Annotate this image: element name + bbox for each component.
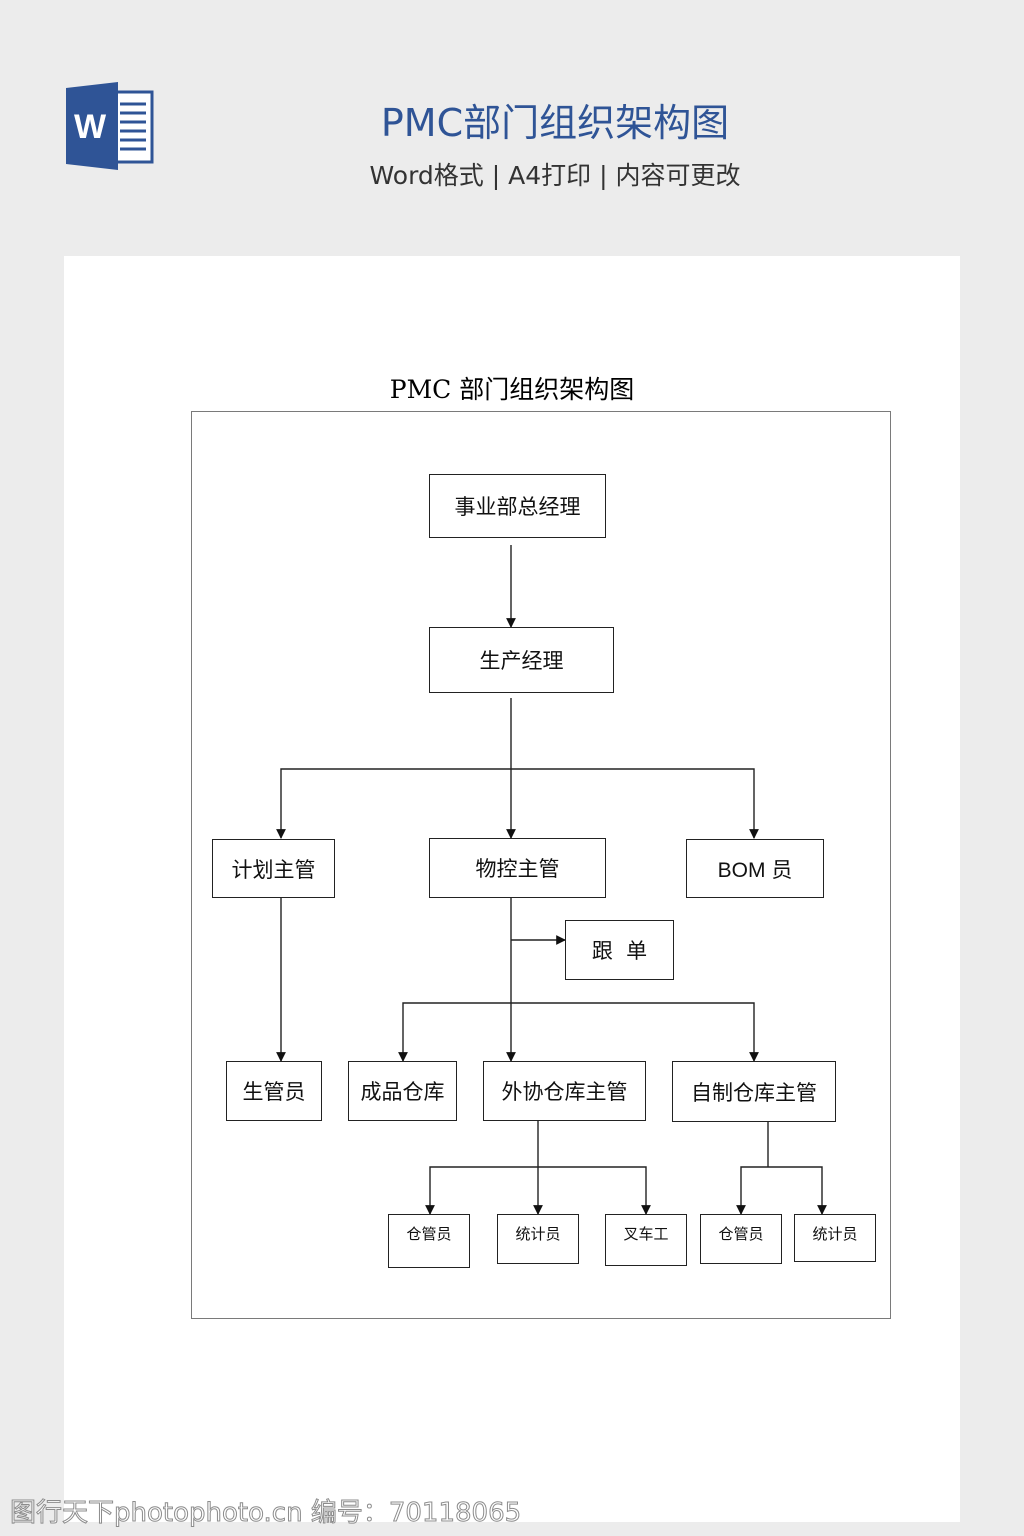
- svg-text:W: W: [74, 108, 107, 146]
- header-subtitle: Word格式 | A4打印 | 内容可更改: [369, 161, 741, 190]
- node-outsourced-statistician: 统计员: [497, 1214, 579, 1264]
- node-outsourced-warehouse-supervisor: 外协仓库主管: [483, 1061, 646, 1121]
- node-finished-goods-warehouse: 成品仓库: [348, 1061, 457, 1121]
- node-outsourced-storekeeper: 仓管员: [388, 1214, 470, 1268]
- node-production-clerk: 生管员: [226, 1061, 322, 1121]
- node-bom-clerk: BOM 员: [686, 839, 824, 898]
- word-icon: W: [66, 82, 154, 170]
- org-chart-frame: [191, 411, 891, 1319]
- node-order-follow-up: 跟 单: [565, 920, 674, 980]
- document-title: PMC 部门组织架构图: [389, 375, 635, 404]
- node-inhouse-warehouse-supervisor: 自制仓库主管: [672, 1061, 836, 1122]
- node-inhouse-statistician: 统计员: [794, 1214, 876, 1262]
- header-title: PMC部门组织架构图: [380, 101, 730, 145]
- node-production-manager: 生产经理: [429, 627, 614, 693]
- node-material-control-supervisor: 物控主管: [429, 838, 606, 898]
- node-forklift-operator: 叉车工: [605, 1214, 687, 1266]
- node-planning-supervisor: 计划主管: [212, 839, 335, 898]
- node-general-manager: 事业部总经理: [429, 474, 606, 538]
- node-inhouse-storekeeper: 仓管员: [700, 1214, 782, 1264]
- watermark: 图行天下photophoto.cn 编号：70118065: [9, 1498, 522, 1529]
